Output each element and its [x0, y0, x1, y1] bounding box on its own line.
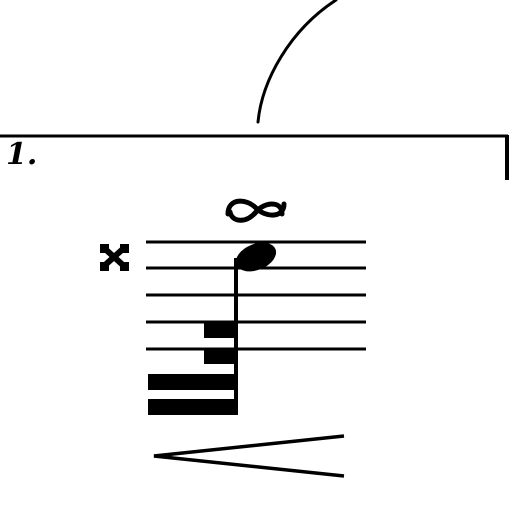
beam	[148, 374, 238, 390]
turn-ornament-icon	[225, 198, 287, 223]
volta-bracket	[0, 134, 509, 180]
beam	[204, 322, 238, 338]
beam-group	[148, 322, 238, 415]
crescendo-hairpin-icon	[153, 434, 345, 478]
beam	[148, 399, 238, 415]
beam	[204, 348, 238, 364]
slur-arc-icon	[256, 0, 338, 124]
double-sharp-icon	[100, 244, 129, 271]
notehead-icon	[234, 242, 277, 414]
staff	[146, 240, 366, 351]
volta-number: 1.	[6, 137, 38, 172]
